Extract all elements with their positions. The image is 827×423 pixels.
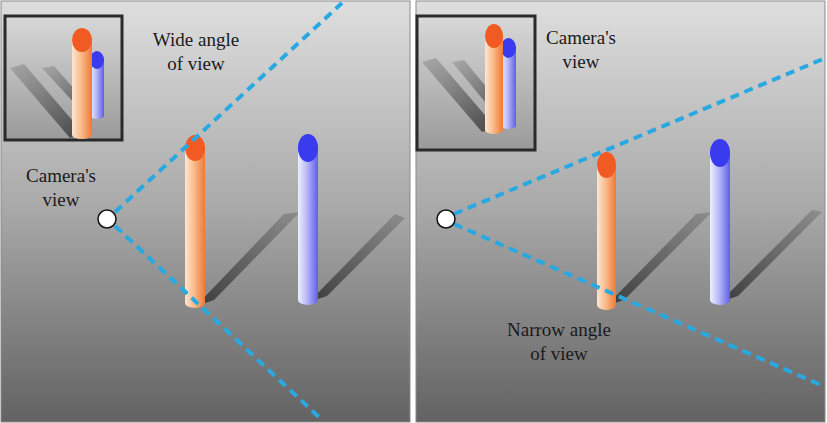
left-panel — [1, 1, 410, 422]
view-line — [115, 3, 342, 212]
blue-cylinder — [710, 139, 730, 305]
annotation-label: Camera's view — [540, 26, 622, 74]
shadow — [309, 214, 405, 302]
view-line — [115, 226, 322, 420]
orange-cylinder — [185, 135, 205, 308]
shadow — [606, 212, 712, 306]
shadow — [196, 212, 300, 306]
camera-inset — [5, 16, 122, 140]
camera-point — [98, 210, 116, 228]
right-panel — [416, 1, 825, 422]
blue-cylinder — [298, 134, 318, 305]
annotation-label: Camera's view — [22, 164, 100, 212]
camera-point — [437, 210, 455, 228]
camera-inset — [417, 16, 535, 150]
annotation-label: Narrow angle of view — [500, 318, 618, 366]
view-line — [454, 224, 823, 386]
annotation-label: Wide angle of view — [148, 28, 244, 76]
shadow — [720, 210, 822, 302]
